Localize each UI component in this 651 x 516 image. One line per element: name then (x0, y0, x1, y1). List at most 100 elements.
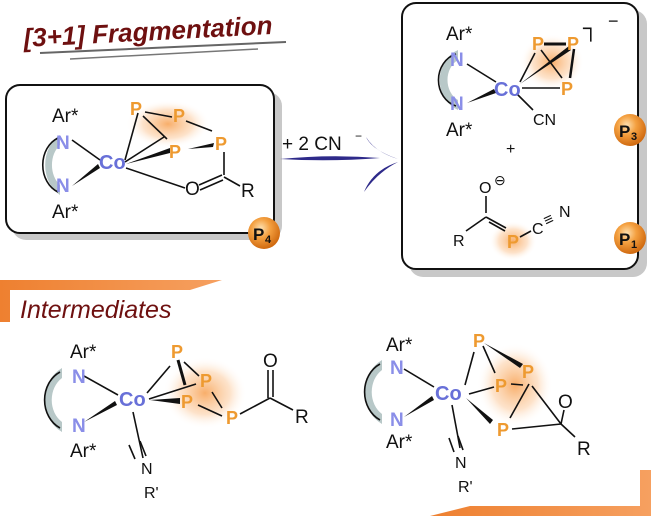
badge-letter: P (619, 230, 630, 249)
badge-circle (614, 114, 646, 146)
bond (125, 167, 186, 189)
reaction-arrow-group: + 2 CN − (280, 129, 398, 192)
bond (146, 365, 171, 394)
o-label: O (263, 351, 278, 372)
bond (211, 391, 223, 409)
bond (223, 176, 241, 187)
ar-bottom-label: Ar* (70, 441, 97, 462)
c-label: C (532, 221, 544, 238)
bond (511, 423, 562, 430)
ligand-backbone (439, 50, 458, 110)
o-label: O (185, 179, 200, 200)
badge-p1: P 1 (614, 222, 646, 254)
co-label: Co (494, 79, 521, 101)
bond (560, 423, 576, 438)
bond (71, 139, 101, 161)
wedge-bond (72, 164, 100, 186)
n-iso-label: N (141, 461, 153, 478)
p-atom: P (507, 232, 519, 252)
p-atom: P (181, 392, 193, 412)
bond (239, 397, 271, 415)
bond (465, 216, 487, 232)
o-label: O (558, 392, 573, 413)
bond (132, 411, 144, 459)
bond (482, 345, 496, 374)
p-atom: P (561, 79, 573, 99)
n-bottom-label: N (56, 176, 70, 197)
bond (510, 383, 524, 386)
p-atom: P (226, 408, 238, 428)
charge-bracket: ┐ (582, 15, 599, 42)
arrow-shaft (280, 156, 380, 161)
p-atom: P (473, 331, 485, 351)
ar-top-label: Ar* (70, 342, 97, 363)
p4-glow (163, 357, 247, 429)
badge-letter: P (253, 225, 264, 244)
ar-bottom-label: Ar* (446, 120, 473, 141)
n-label: N (559, 204, 571, 221)
wedge-bond (467, 89, 496, 103)
r-prime-label: R' (458, 479, 473, 496)
bond (199, 179, 224, 191)
n-top-label: N (390, 358, 404, 379)
bond (144, 111, 173, 118)
n-top-label: N (72, 367, 86, 388)
bond (139, 440, 147, 457)
product-panel: ┐ − Ar* N Co N Ar* P P P CN + O ⊖ R P C … (401, 2, 647, 277)
title-group: [3+1] Fragmentation (22, 10, 287, 60)
n-top-label: N (56, 133, 70, 154)
p-atom: P (532, 34, 544, 54)
arrow-head-lower (364, 162, 398, 192)
badge-circle (614, 222, 646, 254)
badge-letter: P (619, 122, 630, 141)
ligand-arc (41, 137, 59, 193)
n-bottom-label: N (390, 410, 404, 431)
p-atom: P (171, 342, 183, 362)
n-bottom-label: N (450, 94, 464, 115)
plus-sign: + (506, 141, 515, 158)
co-label: Co (119, 389, 146, 411)
bond (488, 221, 506, 232)
wedge-bond (150, 398, 180, 404)
wedge-bond (484, 343, 523, 368)
r-label: R (577, 439, 591, 460)
p-atom: P (567, 34, 579, 54)
badge-sub: 4 (265, 234, 272, 246)
wedge-bond (466, 398, 493, 424)
p-atom: P (495, 376, 507, 396)
ar-bottom-label: Ar* (386, 432, 413, 453)
ligand-arc (437, 53, 457, 107)
bond (466, 63, 497, 83)
p-atom: P (130, 99, 142, 119)
bond (540, 49, 563, 79)
p1-glow (489, 221, 537, 261)
p-atom: P (169, 142, 181, 162)
r-label: R (453, 233, 465, 250)
cn-label: CN (533, 112, 556, 129)
bond (451, 404, 461, 449)
p-atom: P (200, 371, 212, 391)
wedge-bond (188, 143, 214, 149)
bond (176, 359, 187, 386)
bond (142, 115, 168, 140)
r-prime-label: R' (144, 485, 159, 502)
bond (519, 230, 532, 238)
ar-top-label: Ar* (52, 106, 79, 127)
r-label: R (295, 407, 309, 428)
wedge-bond (404, 396, 434, 417)
bond (197, 404, 223, 417)
bond (531, 385, 562, 425)
wedge-bond (520, 46, 571, 84)
n-bottom-label: N (72, 416, 86, 437)
bond (124, 136, 165, 163)
badge-sub: 3 (631, 131, 637, 143)
bond (568, 48, 576, 79)
co-label: Co (99, 152, 126, 174)
r-label: R (241, 181, 255, 202)
wedge-bond (126, 148, 170, 164)
bond (185, 120, 213, 132)
ar-top-label: Ar* (446, 24, 473, 45)
wedge-bond (84, 401, 117, 422)
ar-top-label: Ar* (386, 335, 413, 356)
scheme-title: [3+1] Fragmentation (22, 10, 273, 53)
